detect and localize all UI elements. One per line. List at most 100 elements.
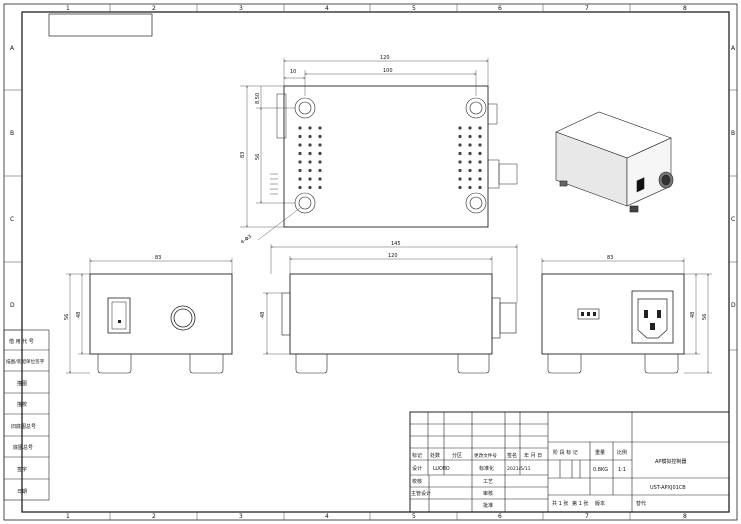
zone-row-d-right: D [731, 302, 736, 309]
vent-hole [298, 151, 302, 156]
mount-hole-top-right [465, 97, 487, 119]
sheet-border [3, 3, 738, 521]
vent-hole [458, 151, 462, 156]
vent-hole [478, 185, 482, 190]
tb-weight: 0.8KG [593, 467, 608, 473]
dim-side-body: 120 [388, 253, 398, 259]
tb-role-check: 校核 [412, 478, 422, 485]
side-view-dimensions [263, 244, 518, 355]
dim-top-holes: 100 [383, 68, 393, 74]
zone-col-5-bottom: 5 [412, 513, 416, 520]
left-row-trace-check: 描校 [17, 401, 27, 408]
front-view [89, 273, 233, 374]
vent-hole [318, 126, 322, 130]
zone-col-1-bottom: 1 [66, 513, 70, 520]
front-view-dimensions [66, 258, 233, 374]
title-box [48, 13, 153, 37]
vent-hole [318, 134, 322, 139]
tb-sheets-total: 共 1 张 [552, 500, 568, 507]
tb-designer: LUOBO [433, 466, 450, 472]
iec-power-inlet [631, 290, 674, 344]
vent-hole [308, 151, 312, 156]
tb-header-count: 处数 [430, 452, 440, 459]
vent-hole [468, 168, 472, 173]
tb-weight-header: 重量 [595, 449, 605, 456]
vent-hole [308, 168, 312, 173]
vent-hole [298, 126, 302, 130]
dim-top-hole-callout: 4-Φ3 [240, 234, 253, 246]
zone-col-3-bottom: 3 [239, 513, 243, 520]
vent-hole [468, 160, 472, 164]
vent-hole [298, 143, 302, 147]
tb-approve: 批准 [483, 502, 493, 509]
tb-review: 审核 [483, 490, 493, 497]
vent-hole [478, 177, 482, 181]
left-row-trace: 描图 [17, 380, 27, 387]
vent-hole [478, 151, 482, 156]
vent-hole [458, 160, 462, 164]
vent-hole [298, 160, 302, 164]
tb-header-mark: 标记 [412, 452, 422, 459]
dim-top-left-offset: 10 [290, 69, 296, 75]
vent-hole [318, 143, 322, 147]
zone-col-3: 3 [239, 5, 243, 12]
tb-role-chief: 主管设计 [411, 490, 431, 497]
zone-col-8-bottom: 8 [683, 513, 687, 520]
tb-process: 工艺 [483, 479, 493, 485]
zone-col-4-bottom: 4 [325, 513, 329, 520]
mount-hole-bottom-left [294, 192, 316, 214]
zone-col-1: 1 [66, 5, 70, 12]
vent-hole [318, 185, 322, 190]
top-view [270, 85, 518, 228]
zone-row-c-right: C [731, 216, 735, 223]
vent-hole [308, 143, 312, 147]
tb-part-name: AP模拟控制器 [655, 458, 686, 465]
back-view-dimensions [541, 258, 712, 374]
left-signature-column: 借 用 代 号 描图/装配单位签字 描图 描校 旧底图总号 底图总号 签字 日期 [3, 329, 50, 501]
title-block: 标记 处数 分区 更改文件号 签名 年 月 日 设计 LUOBO 标准化 202… [409, 411, 730, 513]
zone-row-b-right: B [731, 130, 735, 137]
dim-front-height-inner: 48 [76, 312, 82, 318]
zone-col-7-bottom: 7 [585, 513, 589, 520]
zone-col-2-bottom: 2 [152, 513, 156, 520]
tb-scale: 1:1 [618, 467, 626, 473]
tb-standardization: 标准化 [479, 465, 494, 472]
dim-side-overall: 145 [391, 241, 401, 247]
signal-connector [577, 308, 600, 320]
dim-top-hole-pitch: 56 [255, 154, 261, 160]
vent-hole [298, 177, 302, 181]
zone-col-6-bottom: 6 [498, 513, 502, 520]
zone-col-8: 8 [683, 5, 687, 12]
vent-hole [468, 185, 472, 190]
vent-hole [458, 185, 462, 190]
back-view [541, 273, 685, 374]
dim-top-height: 83 [240, 152, 246, 158]
tb-drawing-no: UST-APXJ01CB [650, 485, 686, 491]
left-row-borrow-code: 借 用 代 号 [9, 338, 34, 345]
zone-grid [4, 4, 737, 520]
zone-row-d: D [10, 302, 15, 309]
mount-hole-top-left [294, 97, 316, 119]
tb-header-zone: 分区 [452, 452, 462, 459]
vent-hole [478, 143, 482, 147]
vent-hole [468, 134, 472, 139]
zone-col-7: 7 [585, 5, 589, 12]
zone-col-5: 5 [412, 5, 416, 12]
tb-header-sign: 签名 [507, 452, 517, 459]
zone-row-a-right: A [731, 45, 736, 52]
dim-front-width: 83 [155, 255, 161, 261]
dim-side-height: 48 [260, 312, 266, 318]
top-view-dimensions [240, 58, 489, 241]
tb-version: 版本 [595, 500, 605, 507]
dim-back-height-outer: 56 [702, 314, 708, 320]
tb-stage-marks: 阶 段 标 记 [553, 449, 578, 456]
vent-hole [308, 126, 312, 130]
vent-hole [458, 143, 462, 147]
mount-hole-bottom-right [465, 192, 487, 214]
vent-hole [468, 126, 472, 130]
tb-header-change-doc: 更改文件号 [474, 452, 497, 459]
left-row-signature: 签字 [17, 466, 27, 473]
vent-hole [468, 143, 472, 147]
isometric-view [555, 111, 674, 213]
